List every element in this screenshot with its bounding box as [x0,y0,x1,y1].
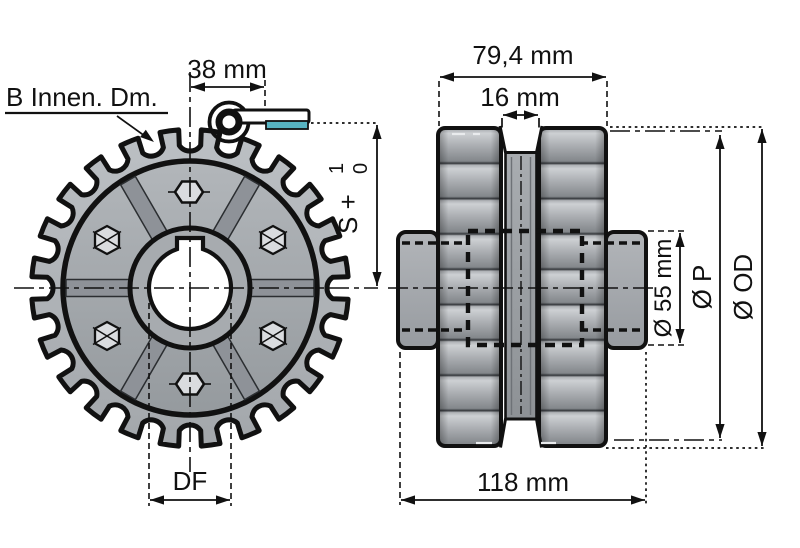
bolt-hexagon-top [168,180,210,204]
bolt-hexagon-lower-left [92,320,122,352]
chain-link [207,100,311,144]
dim-s-upper-tolerance: 1 [326,163,348,174]
bolt-hexagon-lower-right [258,320,288,352]
tooth-plate-right-shading [541,130,604,444]
dim-79mm: 79,4 mm [438,40,608,126]
dim-118mm: 118 mm [399,352,647,505]
dim-55mm: Ø 55 mm [648,230,686,346]
dim-outer-diameter: Ø OD [606,126,764,449]
dim-s-tolerance: S + 1 0 [311,122,378,286]
dim-df-label: DF [173,466,208,496]
front-view [14,72,378,506]
groove-notch-bottom [499,417,543,448]
dim-pitch-label: Ø P [687,265,717,310]
dim-16mm-label: 16 mm [480,82,559,112]
side-view [388,125,654,448]
bolt-hexagon-upper-left [92,224,122,256]
dim-df: DF [150,466,230,501]
hidden-bore-lines [402,241,644,332]
chain-roller [215,108,243,136]
dim-38mm-label: 38 mm [187,54,266,84]
dim-16mm: 16 mm [480,82,560,128]
band-highlights [452,132,556,445]
groove-notch-top [498,125,544,154]
dim-od-label: Ø OD [728,254,758,320]
callout-inner-diameter: B Innen. Dm. [5,82,168,140]
dim-55mm-label: Ø 55 mm [650,239,677,338]
chain-link-insert [265,120,309,130]
callout-inner-diameter-label: B Innen. Dm. [6,82,158,112]
dimension-arrowheads [140,72,767,505]
bolt-hexagon-bottom [169,372,211,396]
dim-118mm-label: 118 mm [477,467,569,497]
bolt-hexagon-upper-right [258,224,288,256]
dim-pitch-diameter: Ø P [610,130,722,441]
dim-79mm-label: 79,4 mm [472,40,573,70]
dim-s-base-label: S + [333,194,363,234]
dim-s-lower-tolerance: 0 [350,163,372,174]
